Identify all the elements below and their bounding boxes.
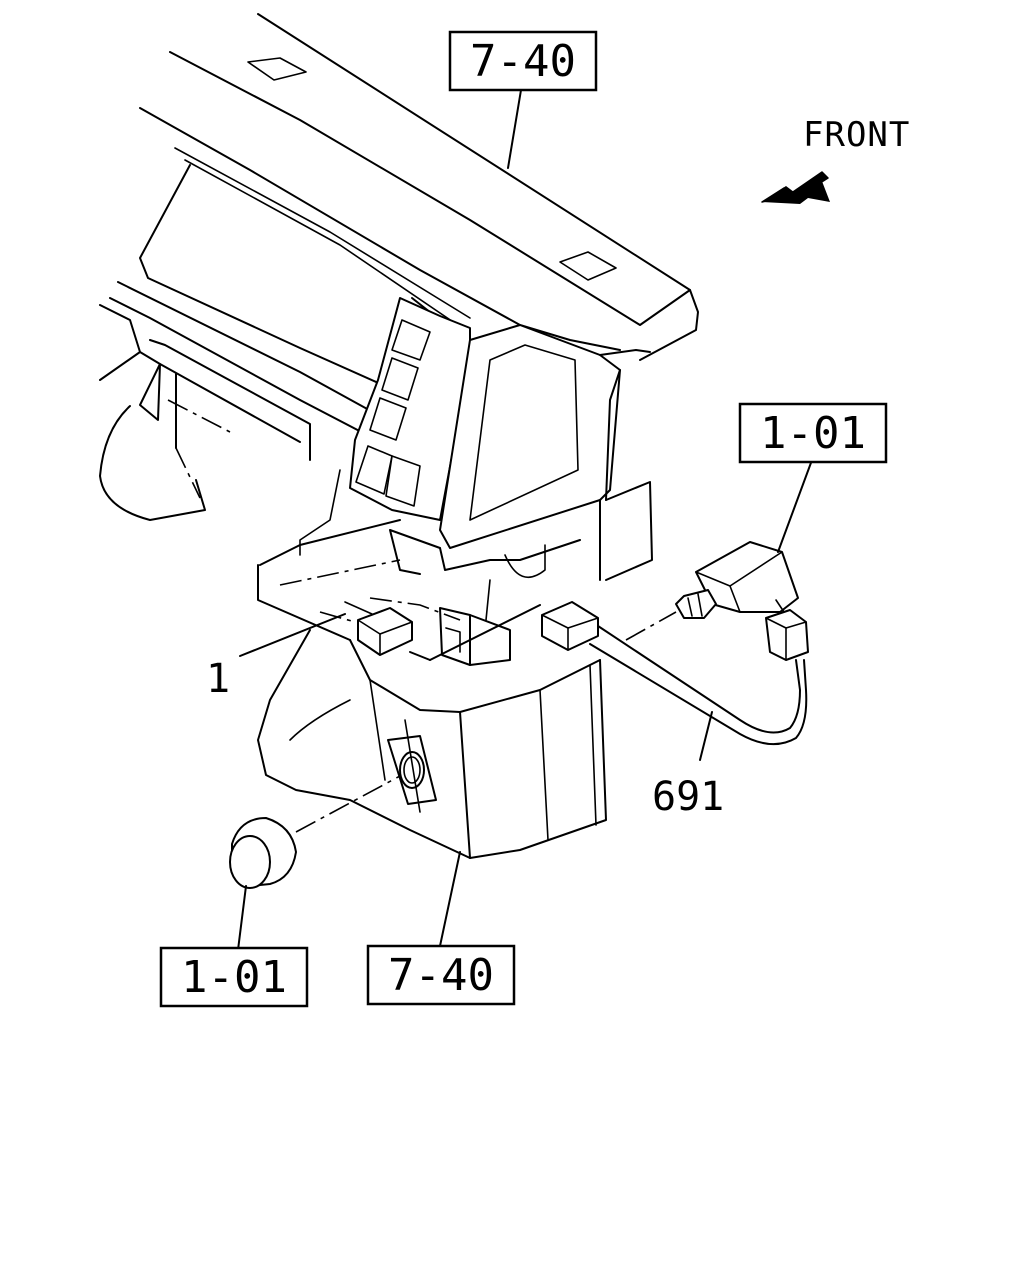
ref-box-right: 1-01 [738, 402, 888, 464]
part-number-1: 1 [206, 656, 230, 702]
part-number-691: 691 [652, 774, 724, 820]
ref-label-right: 1-01 [760, 408, 866, 459]
dashboard-panel [99, 13, 699, 521]
ref-label-bottom: 7-40 [388, 950, 494, 1001]
lighter-knob [229, 775, 401, 889]
ref-label-left: 1-01 [181, 952, 287, 1003]
connector-part-1 [344, 601, 413, 656]
switch-part-right [625, 541, 809, 661]
lower-console [257, 469, 607, 859]
ref-label-top: 7-40 [470, 36, 576, 87]
ref-box-left: 1-01 [159, 946, 309, 1008]
ref-box-top: 7-40 [448, 30, 598, 92]
front-indicator: FRONT [761, 115, 910, 204]
leader-lines [237, 89, 813, 951]
harness-691 [541, 601, 808, 745]
ref-box-bottom: 7-40 [366, 944, 516, 1006]
front-label: FRONT [803, 115, 910, 155]
center-cluster [349, 297, 653, 581]
